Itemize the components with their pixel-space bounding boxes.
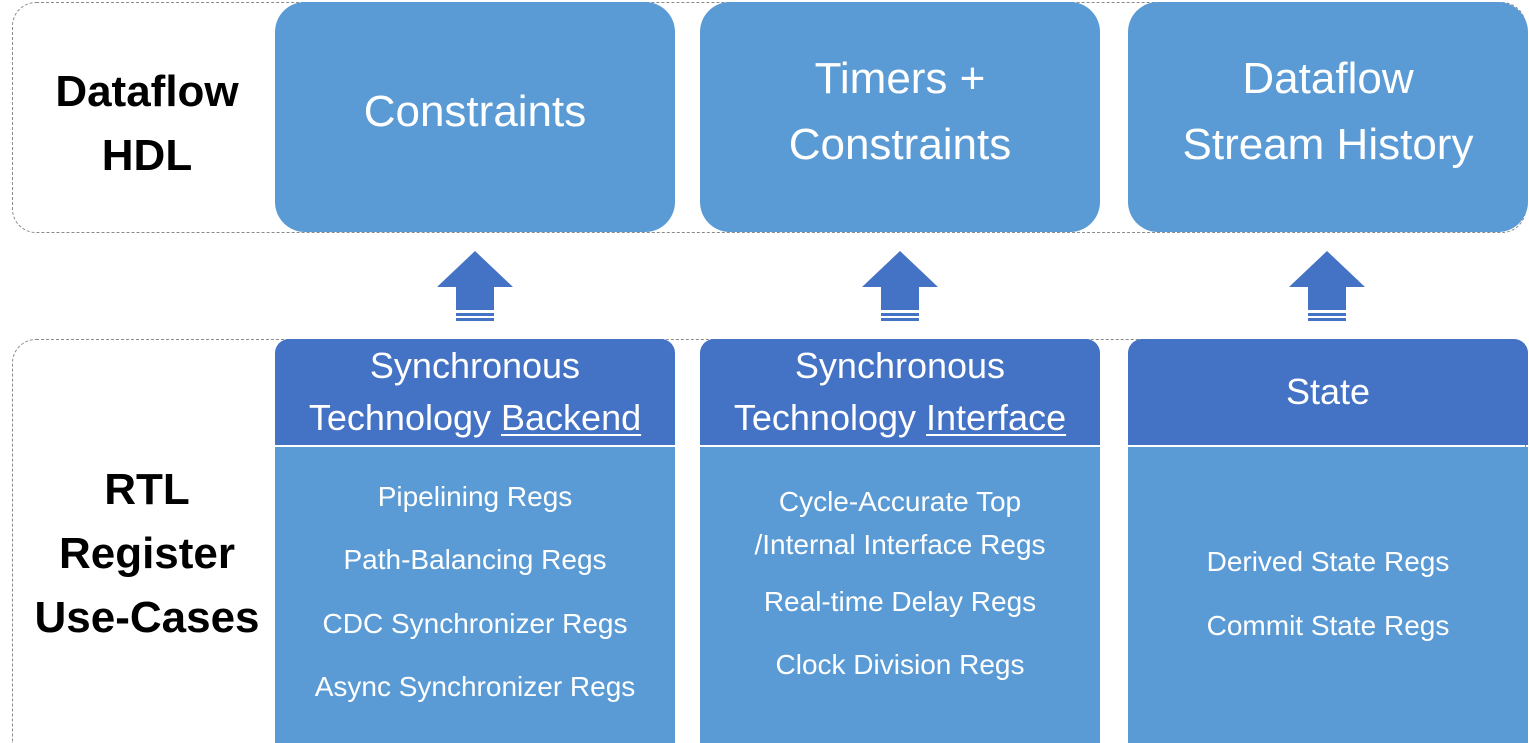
list-item: Commit State Regs: [1206, 610, 1450, 641]
row-label-line: Dataflow: [55, 67, 239, 116]
box-text-line: Timers +: [814, 54, 986, 103]
list-item: Path-Balancing Regs: [343, 544, 607, 575]
header-line: Synchronous: [794, 345, 1006, 386]
up-arrow-icon: [1289, 251, 1365, 321]
header-line: Technology Interface: [734, 392, 1066, 444]
list-item: Cycle-Accurate Top: [778, 486, 1022, 517]
box-text-line: Dataflow: [1242, 54, 1414, 103]
rtl-register-use-cases-label: RTL Register Use-Cases: [20, 458, 274, 650]
box-text-line: Constraints: [788, 120, 1012, 169]
column-header: State: [1128, 339, 1528, 445]
column-body: Derived State Regs Commit State Regs: [1128, 447, 1528, 743]
dataflow-stream-history-box: Dataflow Stream History: [1128, 2, 1528, 232]
header-line: State: [1285, 371, 1371, 412]
header-underlined-word: Interface: [926, 397, 1067, 438]
timers-constraints-box: Timers + Constraints: [700, 2, 1100, 232]
list-item: Real-time Delay Regs: [763, 586, 1037, 617]
header-prefix: Technology: [308, 397, 502, 438]
dataflow-hdl-label: Dataflow HDL: [20, 60, 274, 188]
header-underlined-word: Backend: [501, 397, 642, 438]
list-item: CDC Synchronizer Regs: [322, 608, 628, 639]
list-item: Pipelining Regs: [377, 481, 573, 512]
up-arrow-icon: [437, 251, 513, 321]
constraints-box: Constraints: [275, 2, 675, 232]
column-body: Cycle-Accurate Top /Internal Interface R…: [700, 447, 1100, 743]
header-prefix: Technology: [733, 397, 927, 438]
row-label-line: RTL: [104, 465, 190, 514]
list-item: Derived State Regs: [1206, 546, 1450, 577]
up-arrow-icon: [862, 251, 938, 321]
column-header: Synchronous Technology Interface: [700, 339, 1100, 445]
list-item: Clock Division Regs: [775, 649, 1025, 680]
state-column: State Derived State Regs Commit State Re…: [1128, 339, 1528, 743]
column-header: Synchronous Technology Backend: [275, 339, 675, 445]
header-line: Technology Backend: [309, 392, 641, 444]
box-text-line: Constraints: [363, 87, 587, 136]
list-item: Async Synchronizer Regs: [314, 671, 636, 702]
header-line: Synchronous: [369, 345, 581, 386]
row-label-line: Register: [58, 529, 236, 578]
box-text-line: Stream History: [1182, 120, 1474, 169]
list-item: /Internal Interface Regs: [754, 529, 1046, 560]
synchronous-technology-interface-column: Synchronous Technology Interface Cycle-A…: [700, 339, 1100, 743]
column-body: Pipelining Regs Path-Balancing Regs CDC …: [275, 447, 675, 743]
synchronous-technology-backend-column: Synchronous Technology Backend Pipelinin…: [275, 339, 675, 743]
row-label-line: Use-Cases: [34, 593, 260, 642]
row-label-line: HDL: [101, 131, 193, 180]
